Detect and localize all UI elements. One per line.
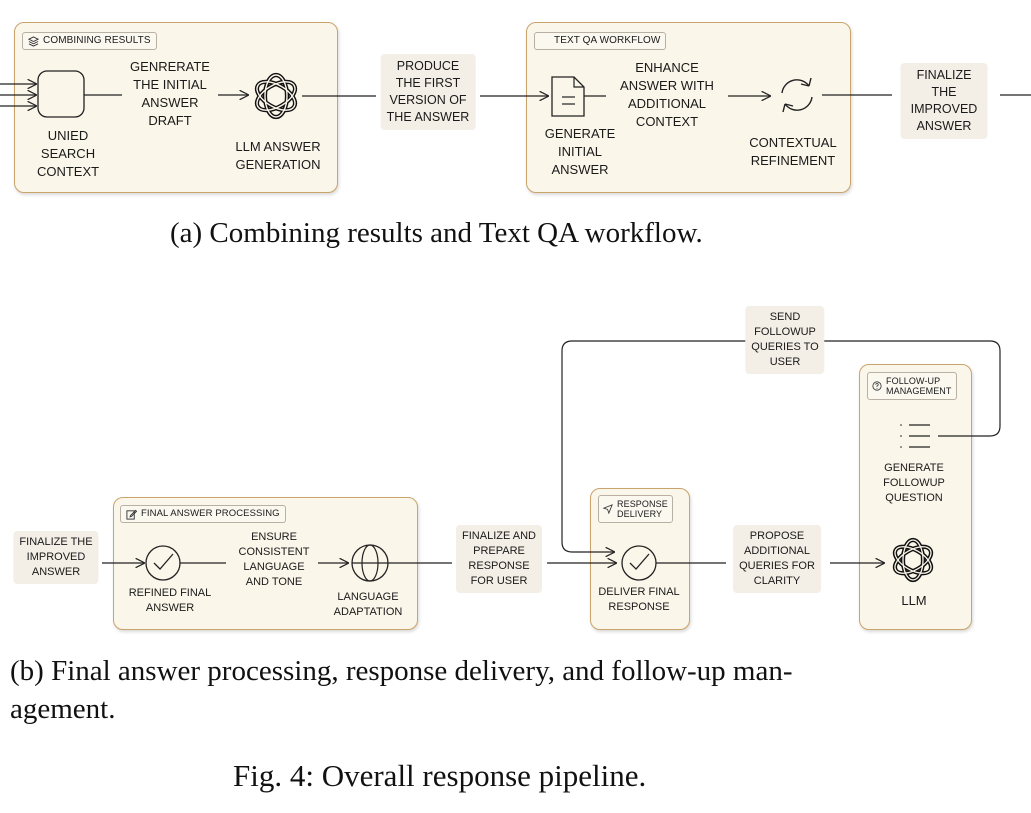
- generate-initial-answer-label: GENERATE INITIAL ANSWER: [544, 126, 616, 177]
- llm-openai-icon-b: [892, 537, 934, 583]
- contextual-refinement-label: CONTEXTUAL REFINEMENT: [749, 135, 837, 168]
- edit-icon: [126, 509, 137, 520]
- produce-first-version-label: PRODUCE THE FIRST VERSION OF THE ANSWER: [380, 54, 476, 130]
- follow-up-management-tag: FOLLOW-UP MANAGEMENT: [867, 372, 957, 400]
- unied-search-context-box: [37, 70, 85, 118]
- text-qa-workflow-tag: TEXT QA WORKFLOW: [534, 32, 667, 50]
- send-icon: [603, 504, 613, 514]
- document-icon: [551, 76, 585, 117]
- finalize-prepare-response-label: FINALIZE AND PREPARE RESPONSE FOR USER: [456, 525, 542, 593]
- propose-additional-queries-label: PROPOSE ADDITIONAL QUERIES FOR CLARITY: [733, 525, 821, 593]
- enhance-answer-label: ENHANCE ANSWER WITH ADDITIONAL CONTEXT: [620, 60, 714, 129]
- figure-caption: Fig. 4: Overall response pipeline.: [233, 758, 647, 793]
- finalize-improved-answer-label-b: FINALIZE THE IMPROVED ANSWER: [13, 531, 99, 584]
- final-answer-processing-tag: FINAL ANSWER PROCESSING: [120, 505, 286, 523]
- incoming-arrows: [0, 84, 36, 106]
- llm-label: LLM: [901, 593, 927, 608]
- combining-results-tag-text: COMBINING RESULTS: [43, 35, 151, 46]
- send-followup-queries-label: SEND FOLLOWUP QUERIES TO USER: [745, 306, 825, 374]
- response-delivery-tag: RESPONSE DELIVERY: [598, 495, 673, 523]
- caption-b: (b) Final answer processing, response de…: [10, 655, 793, 725]
- generate-followup-question-label: GENERATE FOLLOWUP QUESTION: [883, 462, 945, 504]
- llm-answer-generation-label: LLM ANSWER GENERATION: [235, 139, 321, 172]
- check-circle-icon-1: [145, 545, 181, 581]
- refresh-icon: [781, 77, 813, 113]
- layers-icon: [28, 35, 39, 47]
- unied-search-context-label: UNIED SEARCH CONTEXT: [36, 128, 100, 179]
- check-circle-icon-2: [621, 545, 657, 581]
- follow-up-management-tag-text: FOLLOW-UP MANAGEMENT: [886, 376, 952, 396]
- text-qa-workflow-tag-text: TEXT QA WORKFLOW: [554, 35, 661, 46]
- finalize-improved-answer-label-a: FINALIZE THE IMPROVED ANSWER: [900, 63, 988, 139]
- genrerate-initial-draft-label: GENRERATE THE INITIAL ANSWER DRAFT: [130, 59, 210, 128]
- help-circle-icon: [872, 381, 882, 391]
- deliver-final-response-label: DELIVER FINAL RESPONSE: [598, 586, 680, 613]
- ensure-consistent-language-label: ENSURE CONSISTENT LANGUAGE AND TONE: [238, 531, 310, 588]
- final-answer-processing-tag-text: FINAL ANSWER PROCESSING: [141, 508, 280, 519]
- response-delivery-tag-text: RESPONSE DELIVERY: [617, 499, 668, 519]
- list-icon: [900, 424, 930, 448]
- globe-icon: [351, 544, 389, 582]
- language-adaptation-label: LANGUAGE ADAPTATION: [333, 591, 403, 618]
- refined-final-answer-label: REFINED FINAL ANSWER: [128, 587, 212, 614]
- follow-up-management-group: [859, 364, 972, 630]
- caption-a: (a) Combining results and Text QA workfl…: [170, 217, 703, 249]
- llm-openai-icon-a: [254, 72, 298, 120]
- combining-results-tag: COMBINING RESULTS: [22, 32, 157, 50]
